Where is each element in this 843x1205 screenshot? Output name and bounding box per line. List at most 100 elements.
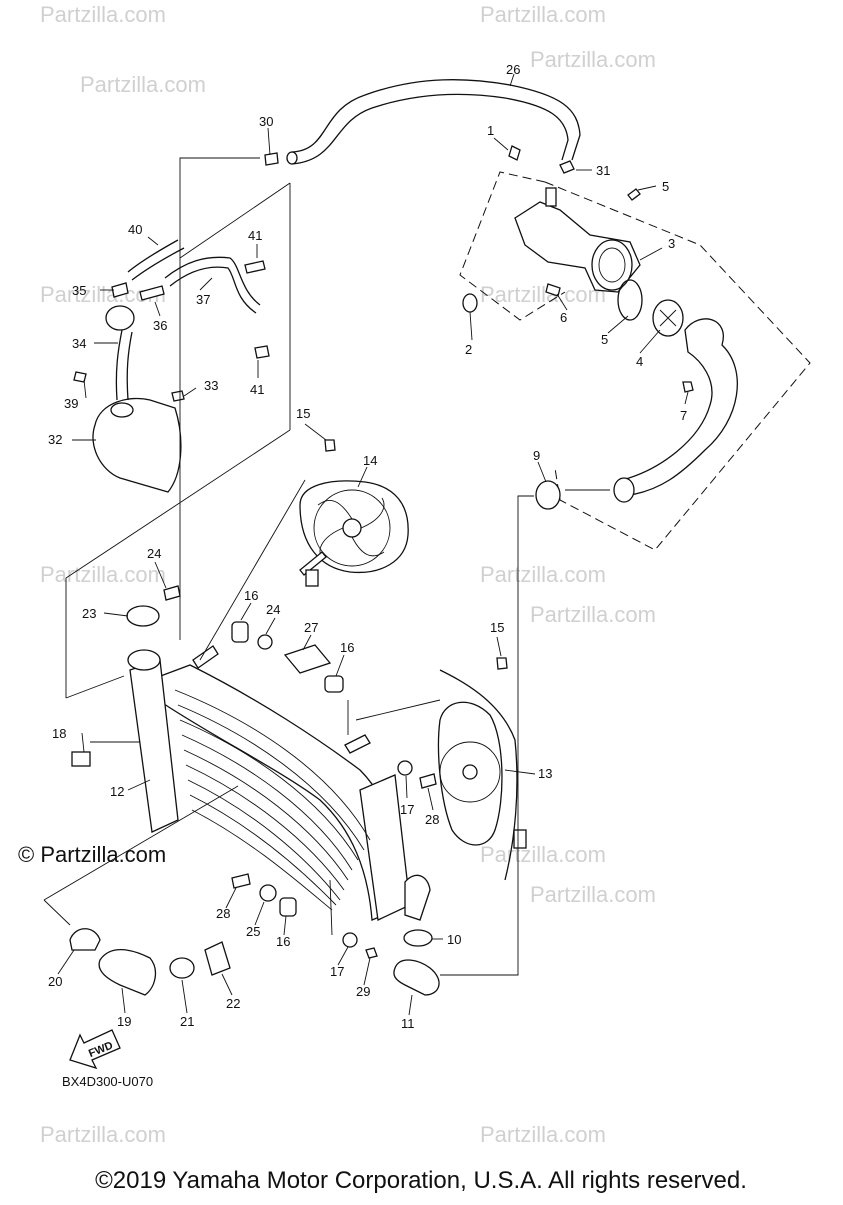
part-label: 26 — [506, 62, 520, 77]
damper-16 — [279, 897, 297, 917]
clamp-31 — [264, 152, 279, 166]
part-label: 17 — [400, 802, 414, 817]
clip-41 — [244, 260, 266, 274]
bolt-28 — [231, 873, 251, 889]
part-label: 24 — [266, 602, 280, 617]
hoses-clamps — [69, 480, 561, 996]
clamp-10 — [403, 929, 433, 947]
part-label: 35 — [72, 283, 86, 298]
thermostat-housing — [264, 145, 738, 503]
bolt-15 — [324, 439, 336, 452]
clamp-20 — [69, 928, 101, 951]
clamp-21 — [169, 957, 195, 979]
o-ring-2 — [462, 293, 478, 313]
hose-11 — [393, 959, 440, 996]
part-label: 4 — [636, 354, 643, 369]
bolt-25 — [163, 585, 181, 601]
part-label: 14 — [363, 453, 377, 468]
part-label: 5 — [601, 332, 608, 347]
part-label: 23 — [82, 606, 96, 621]
damper-16 — [231, 621, 249, 643]
part-label: 12 — [110, 784, 124, 799]
part-label: 28 — [425, 812, 439, 827]
outlet-pipe — [621, 318, 738, 496]
watermark-layer: Partzilla.com Partzilla.com Partzilla.co… — [40, 2, 656, 1147]
diagram-code: BX4D300-U070 — [62, 1074, 153, 1089]
assembly-outline — [459, 171, 811, 551]
part-label: 9 — [533, 448, 540, 463]
bolt-8 — [627, 188, 641, 201]
part-label: 33 — [204, 378, 218, 393]
bracket-27 — [283, 644, 332, 674]
bolt-1 — [508, 145, 521, 161]
part-label: 5 — [662, 179, 669, 194]
part-label: 36 — [153, 318, 167, 333]
watermark: Partzilla.com — [530, 47, 656, 72]
part-label: 27 — [304, 620, 318, 635]
part-label: 19 — [117, 1014, 131, 1029]
bolt-28 — [419, 773, 437, 789]
part-label: 1 — [487, 123, 494, 138]
radiator-12 — [71, 585, 411, 921]
fan-13 — [437, 657, 527, 881]
joint-36 — [111, 282, 129, 298]
watermark: Partzilla.com — [530, 602, 656, 627]
part-label: 17 — [330, 964, 344, 979]
part-labels: 26 1 31 30 5 3 40 41 35 37 36 34 41 39 3… — [48, 62, 687, 1031]
watermark: Partzilla.com — [480, 562, 606, 587]
damper-16 — [324, 675, 344, 693]
hose-19 — [98, 948, 157, 996]
part-label: 29 — [356, 984, 370, 999]
watermark: Partzilla.com — [80, 72, 206, 97]
part-label: 22 — [226, 996, 240, 1011]
small-parts — [231, 621, 437, 959]
part-label: 10 — [447, 932, 461, 947]
clamp-9 — [535, 480, 561, 510]
part-label: 39 — [64, 396, 78, 411]
watermark-logo-text: © Partzilla.com — [18, 842, 166, 867]
part-label: 20 — [48, 974, 62, 989]
part-label: 15 — [296, 406, 310, 421]
reservoir-tank — [73, 239, 270, 493]
bolt-7 — [682, 381, 694, 393]
part-label: 24 — [147, 546, 161, 561]
watermark: Partzilla.com — [40, 1122, 166, 1147]
part-label: 41 — [248, 228, 262, 243]
part-label: 11 — [401, 1016, 415, 1031]
part-label: 21 — [180, 1014, 194, 1029]
fwd-arrow: FWD — [69, 1029, 121, 1070]
part-label: 13 — [538, 766, 552, 781]
cap-23 — [126, 605, 160, 627]
collar-17 — [342, 932, 358, 948]
part-label: 16 — [276, 934, 290, 949]
part-label: 40 — [128, 222, 142, 237]
hose-30 — [286, 79, 581, 165]
watermark: Partzilla.com — [480, 282, 606, 307]
nut-29 — [365, 947, 378, 959]
clip-41 — [254, 345, 270, 359]
watermark: Partzilla.com — [40, 562, 166, 587]
part-label: 6 — [560, 310, 567, 325]
part-label: 16 — [340, 640, 354, 655]
watermark: Partzilla.com — [40, 2, 166, 27]
fan-14 — [299, 439, 409, 587]
part-label: 30 — [259, 114, 273, 129]
part-label: 31 — [596, 163, 610, 178]
bolt-15 — [496, 657, 508, 670]
clamp-32 — [559, 160, 575, 174]
part-label: 2 — [465, 342, 472, 357]
copyright-text: ©2019 Yamaha Motor Corporation, U.S.A. A… — [95, 1167, 747, 1194]
nut-34 — [171, 390, 185, 402]
holder-22 — [204, 941, 231, 976]
part-label: 3 — [668, 236, 675, 251]
part-label: 18 — [52, 726, 66, 741]
part-label: 41 — [250, 382, 264, 397]
cushion-18 — [71, 751, 91, 767]
part-label: 34 — [72, 336, 86, 351]
part-label: 15 — [490, 620, 504, 635]
watermark: Partzilla.com — [480, 842, 606, 867]
joint-37 — [139, 285, 165, 301]
o-ring-5 — [617, 279, 643, 321]
